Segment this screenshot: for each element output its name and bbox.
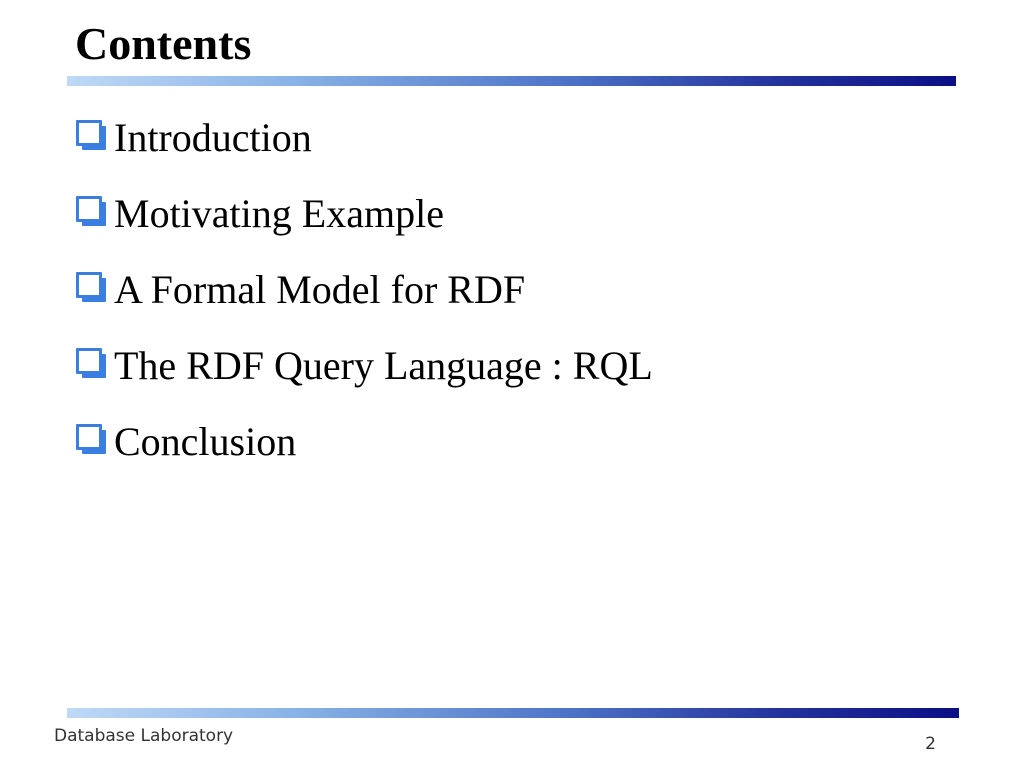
bullet-label: A Formal Model for RDF	[114, 267, 526, 312]
title-divider-bar	[67, 76, 956, 86]
contents-list: Introduction Motivating Example A Formal…	[76, 100, 653, 480]
footer-organization: Database Laboratory	[54, 726, 234, 746]
checkbox-bullet-icon	[76, 424, 106, 454]
footer-divider-bar	[67, 708, 959, 718]
checkbox-bullet-icon	[76, 120, 106, 150]
bullet-label: The RDF Query Language : RQL	[114, 343, 653, 388]
slide-title: Contents	[75, 18, 252, 69]
checkbox-bullet-icon	[76, 196, 106, 226]
bullet-label: Motivating Example	[114, 191, 444, 236]
checkbox-bullet-icon	[76, 272, 106, 302]
bullet-label: Conclusion	[114, 419, 297, 464]
checkbox-bullet-icon	[76, 348, 106, 378]
list-item: Conclusion	[76, 404, 653, 480]
list-item: Motivating Example	[76, 176, 653, 252]
page-number: 2	[925, 734, 936, 754]
list-item: Introduction	[76, 100, 653, 176]
list-item: A Formal Model for RDF	[76, 252, 653, 328]
list-item: The RDF Query Language : RQL	[76, 328, 653, 404]
bullet-label: Introduction	[114, 115, 312, 160]
